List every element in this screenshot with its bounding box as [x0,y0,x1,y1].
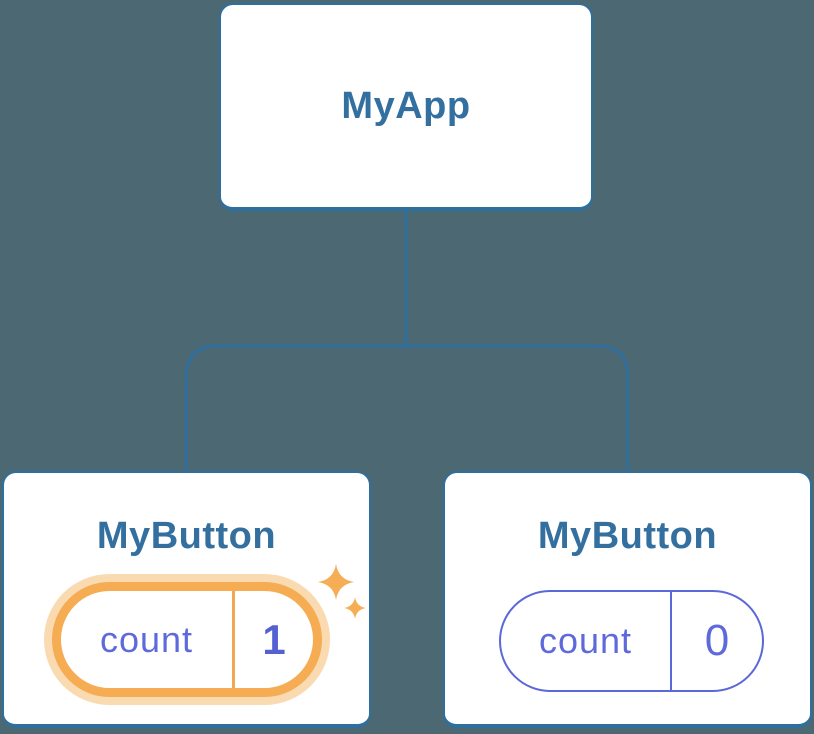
node-label-myapp: MyApp [341,84,471,127]
node-label-mybutton-left: MyButton [96,515,277,557]
tree-node-mybutton-left: MyButton count 1 [2,471,371,728]
tree-node-mybutton-right: MyButton count 0 [443,471,812,728]
state-value-cell: 1 [235,591,313,688]
state-name-label: count [538,620,633,661]
node-label-mybutton-right: MyButton [537,515,718,557]
sparkle-icon [318,564,366,619]
tree-node-myapp: MyApp [219,3,593,211]
state-pill-divider [670,592,672,690]
state-value-label: 0 [704,616,730,665]
state-value-label: 1 [262,615,286,663]
state-name-label: count [99,618,194,660]
state-pill-normal: count 0 [499,590,764,692]
state-pill-divider [232,591,235,688]
state-name-cell: count [61,591,232,688]
state-name-cell: count [501,592,670,690]
state-value-cell: 0 [672,592,762,690]
branch-to-children-line [185,344,629,472]
state-pill-highlighted: count 1 [52,582,322,697]
